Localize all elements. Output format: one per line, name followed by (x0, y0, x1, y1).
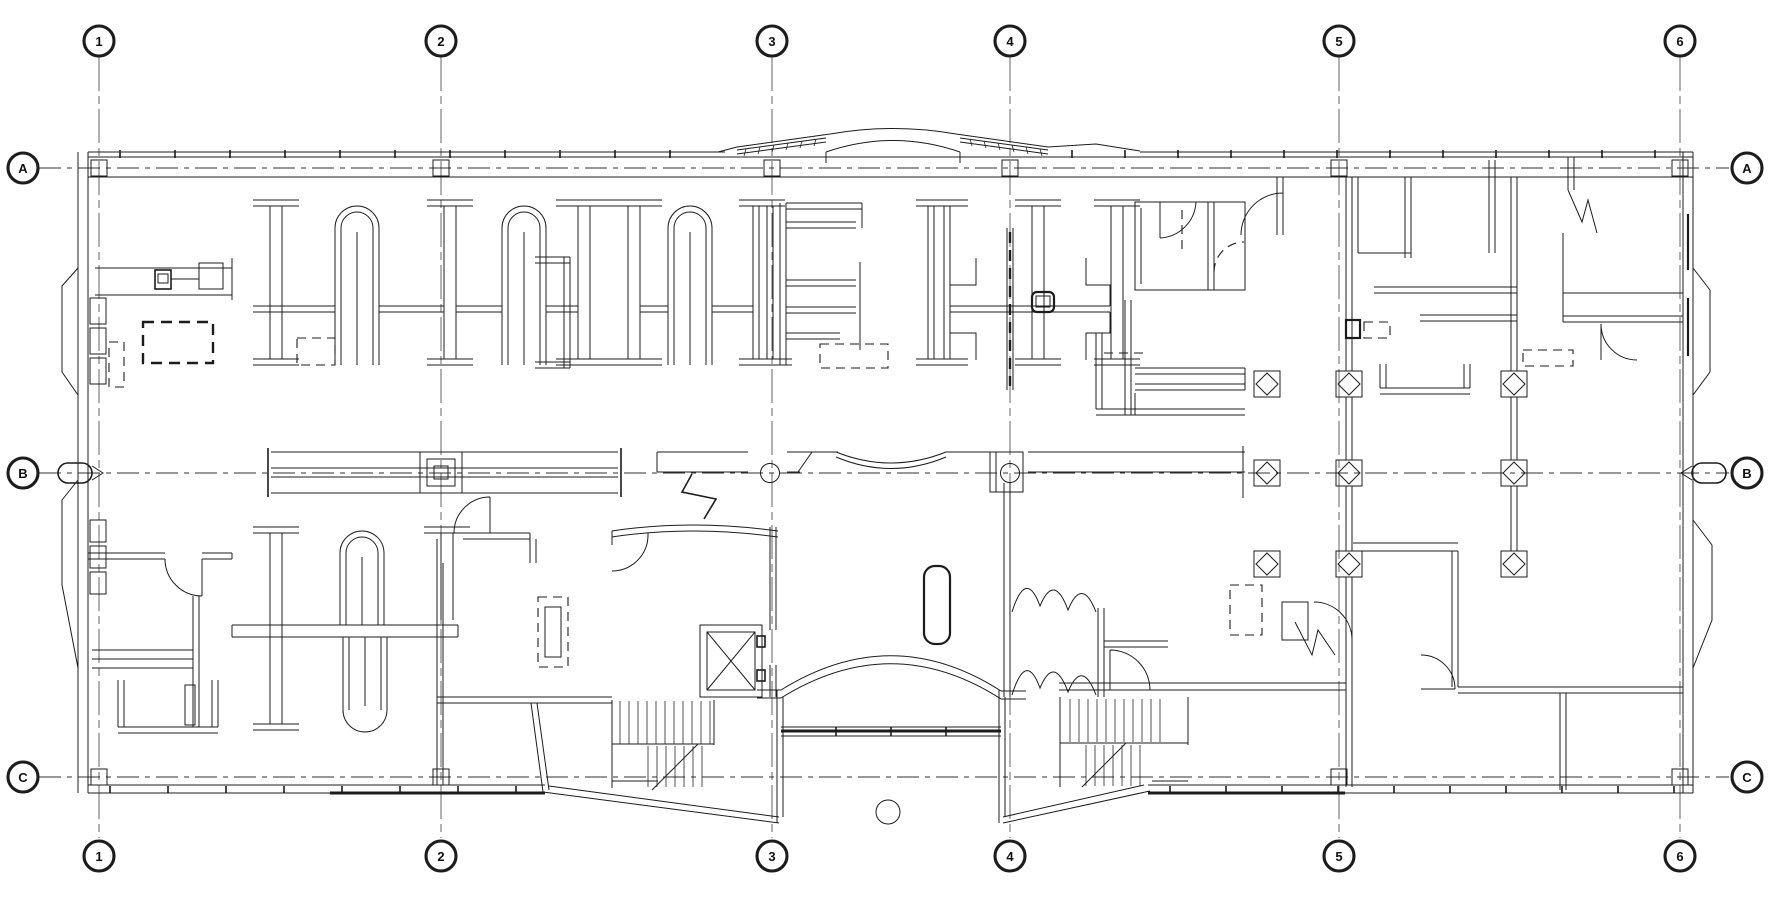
grid-bubble-col5-top: 5 (1322, 24, 1356, 58)
room-bottom-left-corner (88, 552, 233, 734)
lobby-core (436, 473, 1026, 791)
grid-bubble-rowA-left: A (6, 151, 40, 185)
grid-bubble-col3-bottom: 3 (755, 839, 789, 873)
grid-label: 1 (95, 34, 102, 49)
stair-right (1059, 697, 1189, 788)
right-wing-upper (1240, 157, 1683, 395)
grid-label: A (1742, 161, 1752, 176)
entry-column-circle (875, 799, 901, 825)
cubicle-field-bottom-left (231, 526, 470, 733)
grid-bubble-col4-top: 4 (993, 24, 1027, 58)
grid-label: C (18, 770, 28, 785)
exterior-walls (57, 128, 1727, 825)
elevator (699, 624, 766, 698)
grid-label: 2 (437, 849, 444, 864)
round-column-grid4 (1000, 463, 1020, 483)
grid-bubble-col2-bottom: 2 (424, 839, 458, 873)
lobby-arch (757, 655, 1026, 700)
grid-bubble-col4-bottom: 4 (993, 839, 1027, 873)
grid-bubble-rowB-right: B (1730, 456, 1764, 490)
grid-b-elements (267, 300, 1246, 498)
grid-label: 5 (1335, 849, 1342, 864)
grid-bubble-rowB-left: B (6, 456, 40, 490)
entry-recess (530, 690, 1151, 825)
grid-bubble-col5-bottom: 5 (1322, 839, 1356, 873)
grid-bubble-col3-top: 3 (755, 24, 789, 58)
grid-bubble-col6-bottom: 6 (1663, 839, 1697, 873)
grid-label: 1 (95, 849, 102, 864)
room-a (1030, 201, 1246, 354)
grid-label: 6 (1676, 849, 1683, 864)
shelf-walls-grid3 (774, 202, 889, 369)
grid-bubble-col1-top: 1 (82, 24, 116, 58)
grid-lines (39, 57, 1729, 838)
grid-label: 6 (1676, 34, 1683, 49)
lobby-pill-fixture (922, 564, 952, 646)
arched-partitions-top (334, 205, 713, 365)
restrooms-right (1003, 483, 1309, 697)
grid-label: 4 (1006, 849, 1014, 864)
room-center-left (437, 496, 569, 668)
grid-label: 5 (1335, 34, 1342, 49)
grid-label: 3 (768, 849, 775, 864)
round-column-grid3 (760, 463, 780, 483)
grid-label: 3 (768, 34, 775, 49)
grid-bubble-col6-top: 6 (1663, 24, 1697, 58)
grid-bubble-rowA-right: A (1730, 151, 1764, 185)
grid-label: C (1742, 770, 1752, 785)
grid2-column-box (419, 451, 463, 494)
grid-bubble-col1-bottom: 1 (82, 839, 116, 873)
right-wing-lower (1059, 542, 1683, 790)
grid-bubble-col2-top: 2 (424, 24, 458, 58)
grid-label: B (1742, 466, 1751, 481)
grid-label: A (18, 161, 28, 176)
grid-label: 4 (1006, 34, 1014, 49)
grid-bubble-rowC-right: C (1730, 760, 1764, 794)
grid-label: 2 (437, 34, 444, 49)
grid-bubbles: 1 2 3 4 5 6 1 2 3 4 5 6 A B C A B C (6, 24, 1764, 873)
capsule-columns (57, 462, 1727, 484)
cubicle-field-top (253, 199, 1246, 390)
stair-left (611, 700, 715, 791)
diamond-columns (1253, 177, 1528, 578)
dashed-table (141, 320, 215, 365)
grid-bubble-rowC-left: C (6, 760, 40, 794)
utility-room-topleft (89, 256, 571, 595)
canopy-arch (717, 128, 1141, 163)
grid-label: B (18, 466, 27, 481)
